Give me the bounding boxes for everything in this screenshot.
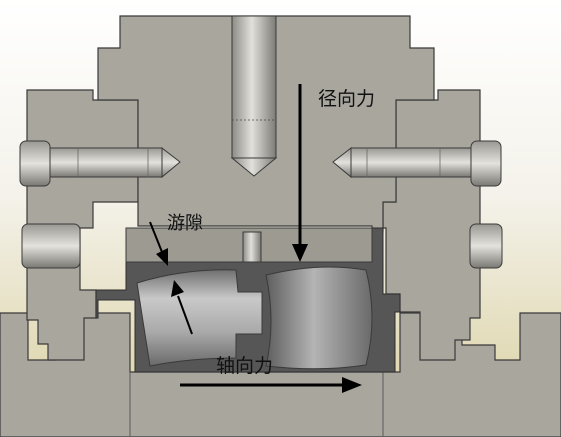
left-bolt: [19, 140, 181, 187]
left-roller: [136, 269, 263, 367]
clearance-arrow-top-icon: [149, 221, 168, 266]
shaft-tip: [230, 157, 278, 177]
right-side-pin: [469, 223, 503, 269]
centre-shaft: [231, 15, 277, 159]
clearance-arrow-bottom-icon: [171, 280, 193, 335]
radial-force-arrow-icon: [292, 84, 308, 262]
radial-force-label: 径向力: [318, 88, 376, 110]
right-bolt: [332, 140, 502, 187]
left-side-pin: [21, 223, 81, 269]
clearance-label: 游隙: [167, 213, 203, 234]
centre-key: [242, 231, 262, 263]
axial-force-arrow-icon: [180, 377, 362, 393]
axial-force-label: 轴向力: [216, 355, 274, 377]
right-roller: [265, 266, 373, 370]
